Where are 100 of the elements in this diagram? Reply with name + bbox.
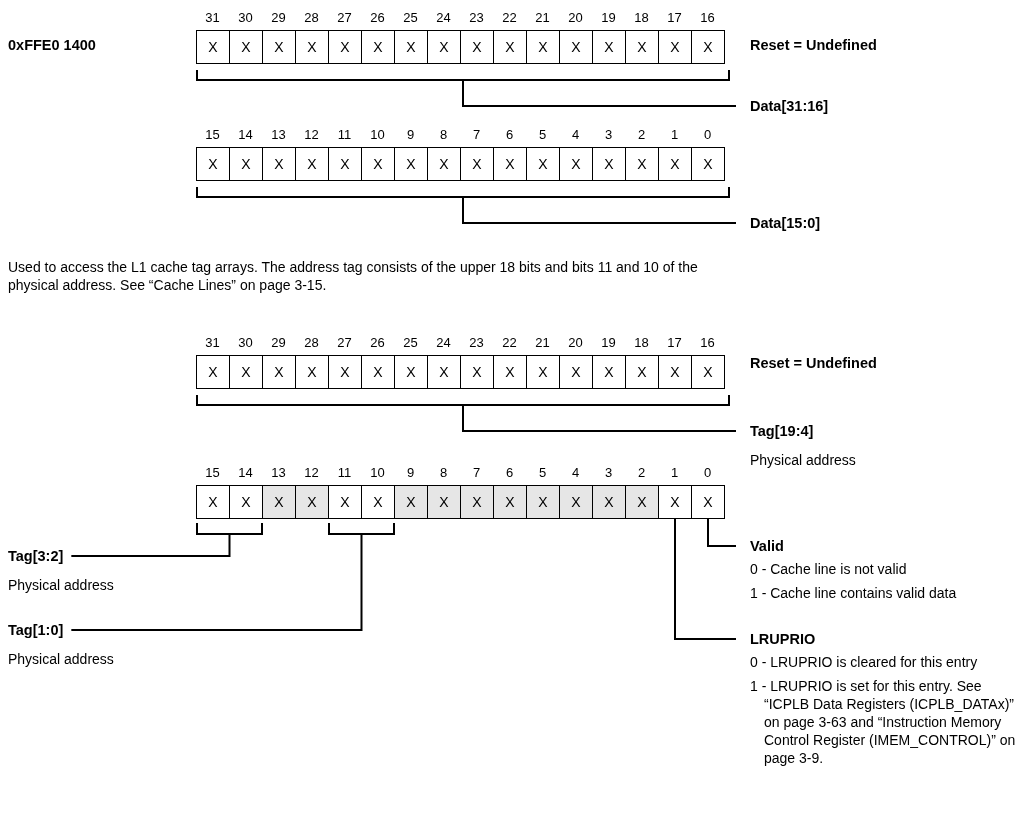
bit-number: 2 [636, 127, 647, 142]
bit-cell: X [196, 30, 230, 64]
bit-cell: X [361, 355, 395, 389]
bit-number: 13 [270, 127, 287, 142]
bit-cell: X [526, 355, 560, 389]
bit-cell: X [559, 485, 593, 519]
bit-number: 8 [438, 127, 449, 142]
bit-number: 23 [468, 335, 485, 350]
bit-cell: X [328, 30, 362, 64]
leader-line [674, 518, 737, 640]
bit-number: 19 [600, 10, 617, 25]
bit-cell: X [691, 147, 725, 181]
bit-cell: X [493, 30, 527, 64]
bit-cell: X [460, 147, 494, 181]
bit-cell: X [262, 485, 296, 519]
leader-line [707, 518, 737, 547]
bit-number: 16 [699, 335, 716, 350]
bit-number: 2 [636, 465, 647, 480]
bit-number: 1 [669, 465, 680, 480]
bit-cell: X [229, 147, 263, 181]
bit-number: 5 [537, 127, 548, 142]
bit-number: 26 [369, 10, 386, 25]
bit-cell: X [262, 355, 296, 389]
bit-number: 21 [534, 335, 551, 350]
field-name: Tag[3:2] [8, 548, 64, 564]
bit-cell: X [427, 30, 461, 64]
bit-cell: X [592, 147, 626, 181]
bit-cell: X [328, 485, 362, 519]
field-description: Physical address [750, 451, 856, 469]
bit-number: 11 [336, 465, 353, 480]
bit-cell: X [493, 355, 527, 389]
bit-number: 15 [204, 465, 221, 480]
bit-cell: X [625, 147, 659, 181]
bit-cell: X [427, 355, 461, 389]
bit-cell: X [427, 147, 461, 181]
bit-cell: X [196, 355, 230, 389]
field-description: Physical address [8, 576, 114, 594]
field-description: 1 - Cache line contains valid data [750, 584, 958, 602]
bit-number: 11 [336, 127, 353, 142]
field-name: Tag[1:0] [8, 622, 64, 638]
bit-cell: X [361, 30, 395, 64]
bit-number: 10 [369, 465, 386, 480]
bit-number: 8 [438, 465, 449, 480]
bit-number: 30 [237, 335, 254, 350]
bit-number: 4 [570, 465, 581, 480]
bit-number: 17 [666, 10, 683, 25]
bit-cell: X [493, 485, 527, 519]
field-name: Data[15:0] [750, 215, 821, 231]
bit-number: 25 [402, 335, 419, 350]
leader-line [70, 534, 363, 631]
bit-number: 28 [303, 335, 320, 350]
field-description: 0 - Cache line is not valid [750, 560, 908, 578]
bit-cell: X [592, 30, 626, 64]
bit-cell: X [229, 30, 263, 64]
bit-cell: X [328, 147, 362, 181]
bit-number: 12 [303, 127, 320, 142]
bit-number: 27 [336, 335, 353, 350]
bit-number: 0 [702, 465, 713, 480]
bit-number: 9 [405, 127, 416, 142]
field-name: Tag[19:4] [750, 423, 814, 439]
bit-cell: X [658, 355, 692, 389]
bit-cell: X [295, 30, 329, 64]
bit-number: 15 [204, 127, 221, 142]
bit-number: 19 [600, 335, 617, 350]
register-address: 0xFFE0 1400 [8, 37, 96, 53]
reset-value: Reset = Undefined [750, 355, 877, 371]
bit-cell: X [394, 30, 428, 64]
bit-number: 0 [702, 127, 713, 142]
bit-cell: X [559, 147, 593, 181]
bit-number: 3 [603, 127, 614, 142]
bit-cell: X [691, 355, 725, 389]
description-text: Used to access the L1 cache tag arrays. The address tag consists of the upper 18 bits and bits 11 and 10 of the physical address. See “Cache Lines” on page 3-15. [8, 258, 699, 294]
bit-cell: X [394, 485, 428, 519]
bit-cell: X [361, 147, 395, 181]
bit-cell: X [460, 355, 494, 389]
bit-number: 7 [471, 465, 482, 480]
bit-number: 6 [504, 127, 515, 142]
bit-number: 27 [336, 10, 353, 25]
bit-cell: X [625, 30, 659, 64]
bit-number: 28 [303, 10, 320, 25]
reset-value: Reset = Undefined [750, 37, 877, 53]
bit-number: 20 [567, 10, 584, 25]
bit-number: 21 [534, 10, 551, 25]
bit-cell: X [592, 485, 626, 519]
bit-number: 13 [270, 465, 287, 480]
bit-cell: X [526, 30, 560, 64]
bit-number: 4 [570, 127, 581, 142]
bit-number: 29 [270, 10, 287, 25]
bit-cell: X [229, 355, 263, 389]
leader-line [462, 405, 737, 432]
bit-cell: X [592, 355, 626, 389]
field-description: Physical address [8, 650, 114, 668]
bit-number: 16 [699, 10, 716, 25]
field-description: 0 - LRUPRIO is cleared for this entry [750, 653, 979, 671]
bit-cell: X [196, 147, 230, 181]
bit-cell: X [295, 147, 329, 181]
bit-cell: X [460, 30, 494, 64]
bit-cell: X [658, 30, 692, 64]
leader-line [462, 197, 737, 224]
bit-number: 23 [468, 10, 485, 25]
